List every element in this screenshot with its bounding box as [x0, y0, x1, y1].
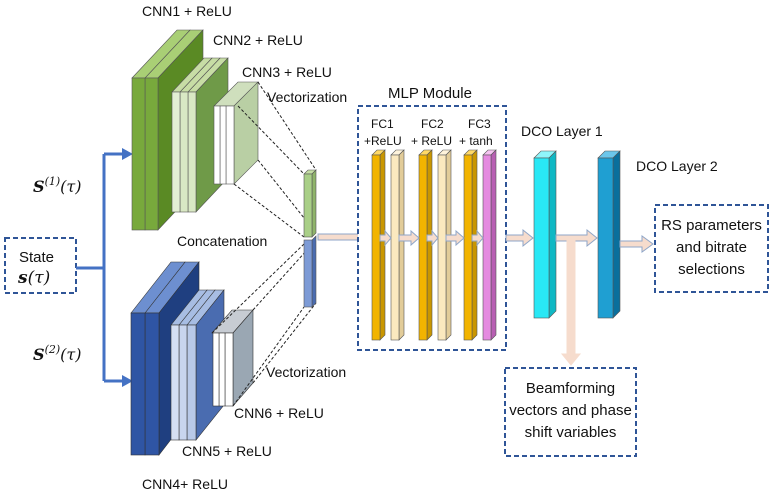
concatenated-vector: [303, 169, 317, 308]
fc2-label-line1: FC2: [421, 117, 444, 131]
rs-output-line3: selections: [678, 261, 745, 278]
arrow-mlp-to-dco1: [505, 228, 534, 248]
fc3-activation: [482, 149, 497, 341]
dco-layer-1-label: DCO Layer 1: [521, 123, 603, 139]
cnn4-label: CNN4+ ReLU: [142, 476, 228, 492]
fc1-activation: [390, 149, 405, 341]
fc2-layer: [418, 149, 433, 341]
fc3-label-line2: + tanh: [459, 134, 493, 148]
fc2-label-line2: + ReLU: [411, 134, 452, 148]
cnn1-label: CNN1 + ReLU: [142, 3, 232, 19]
arrow-dco2-to-output: [619, 235, 654, 253]
fc1-label-line1: FC1: [371, 117, 394, 131]
dco-layer-2-label: DCO Layer 2: [636, 158, 718, 174]
s2-symbol: S(2)(τ): [33, 343, 82, 364]
rs-output-line1: RS parameters: [661, 217, 762, 234]
arrow-dco1-to-dco2: [555, 228, 598, 248]
dco-layer-1: [533, 150, 557, 319]
beamforming-output-box: Beamforming vectors and phase shift vari…: [504, 367, 637, 457]
s1-symbol: S(1)(τ): [33, 175, 82, 196]
cnn6-label: CNN6 + ReLU: [234, 405, 324, 421]
fc-connector-arrows: [379, 229, 484, 247]
rs-output-box: RS parameters and bitrate selections: [654, 204, 769, 293]
vectorization-top-label: Vectorization: [267, 89, 347, 105]
cnn2-label: CNN2 + ReLU: [213, 32, 303, 48]
fc3-label-line1: FC3: [468, 117, 491, 131]
vectorization-bottom-label: Vectorization: [266, 364, 346, 380]
bf-output-line2: vectors and phase: [509, 402, 632, 419]
dco-layer-2: [597, 150, 621, 319]
cnn3-label: CNN3 + ReLU: [242, 64, 332, 80]
arrow-head-top: [122, 148, 133, 160]
fc3-layer: [463, 149, 478, 341]
state-symbol: s(τ): [17, 268, 50, 288]
bf-output-line1: Beamforming: [526, 380, 615, 397]
concatenation-label: Concatenation: [177, 233, 267, 249]
rs-output-line2: and bitrate: [676, 239, 747, 256]
bf-output-line3: shift variables: [525, 424, 617, 441]
cnn5-label: CNN5 + ReLU: [182, 443, 272, 459]
mlp-title: MLP Module: [388, 85, 472, 102]
state-label: State: [19, 249, 54, 266]
state-input-box: State s(τ): [4, 237, 77, 294]
cnn6-block: [211, 309, 254, 407]
arrow-head-bottom: [122, 375, 133, 387]
arrow-dco1-to-beamforming: [560, 240, 582, 366]
fc1-layer: [371, 149, 386, 341]
input-branch-lines: [76, 152, 124, 383]
fc1-label-line2: +ReLU: [364, 134, 402, 148]
fc2-activation: [437, 149, 452, 341]
